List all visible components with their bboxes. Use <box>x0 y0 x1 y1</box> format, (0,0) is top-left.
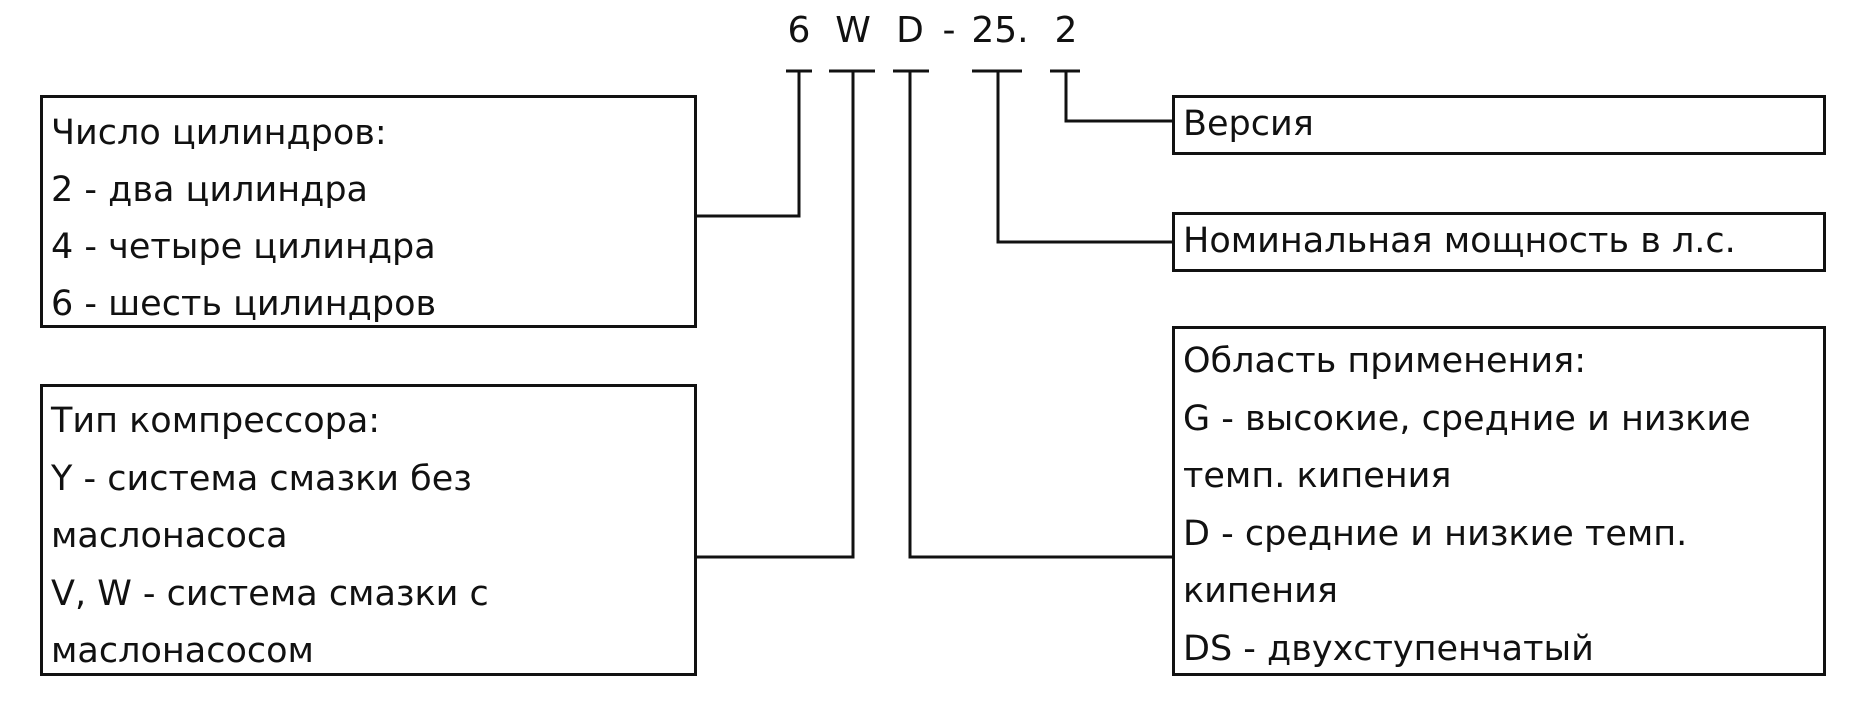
connector-application <box>908 71 1172 559</box>
application-line: DS - двухступенчатый <box>1183 628 1594 669</box>
code-char-compressor: W <box>835 10 871 51</box>
version-box: Версия <box>1172 95 1826 155</box>
compressor-line: Y - система смазки без <box>51 458 472 499</box>
connector-version <box>1064 71 1172 123</box>
connector-compressor <box>697 71 855 559</box>
power-label: Номинальная мощность в л.с. <box>1183 221 1736 261</box>
compressor-title: Тип компрессора: <box>51 401 381 441</box>
compressor-line: маслонасоса <box>51 516 288 556</box>
code-char-cylinders: 6 <box>787 10 811 51</box>
cylinders-item: 4 - четыре цилиндра <box>51 227 436 267</box>
application-line: темп. кипения <box>1183 456 1452 496</box>
code-char-power: 25. <box>971 10 1029 51</box>
application-line: D - средние и низкие темп. <box>1183 513 1688 554</box>
code-char-version: 2 <box>1054 10 1078 51</box>
cylinders-title: Число цилиндров: <box>51 113 387 153</box>
cylinders-box: Число цилиндров: 2 - два цилиндра 4 - че… <box>40 95 697 328</box>
application-box: Область применения: G - высокие, средние… <box>1172 326 1826 676</box>
cylinders-item: 6 - шесть цилиндров <box>51 284 437 324</box>
connector-power <box>996 71 1172 244</box>
connector-cylinders <box>697 71 801 218</box>
code-char-application: D <box>896 10 924 51</box>
application-line: G - высокие, средние и низкие <box>1183 398 1751 439</box>
application-title: Область применения: <box>1183 341 1587 381</box>
code-char-dash: - <box>942 10 956 51</box>
power-box: Номинальная мощность в л.с. <box>1172 212 1826 272</box>
compressor-type-box: Тип компрессора: Y - система смазки без … <box>40 384 697 676</box>
version-label: Версия <box>1183 104 1314 144</box>
application-line: кипения <box>1183 571 1338 611</box>
compressor-line: маслонасосом <box>51 631 314 671</box>
cylinders-item: 2 - два цилиндра <box>51 170 368 210</box>
compressor-line: V, W - система смазки с <box>51 573 489 614</box>
